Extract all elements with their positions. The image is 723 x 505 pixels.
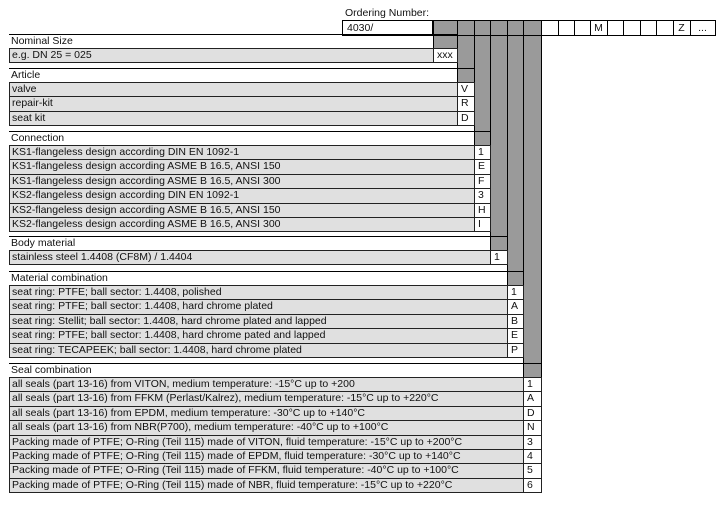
section-title: Material combination [11,272,108,284]
option-code: 3 [523,434,542,450]
code-column-header [690,20,716,36]
code-column-header [607,20,624,36]
option-row: repair-kit [9,96,458,112]
option-row: KS1-flangeless design according ASME B 1… [9,173,475,190]
code-column-header [457,20,475,36]
option-code: R [457,96,475,112]
code-column-header [541,20,559,36]
option-code: N [523,420,542,436]
option-row: seat ring: PTFE; ball sector: 1.4408, po… [9,285,508,301]
section-title: Body material [11,237,76,249]
code-column-header [474,20,491,36]
option-row: KS2-flangeless design according ASME B 1… [9,217,475,233]
option-code: 5 [523,463,542,479]
option-row: all seals (part 13-16) from EPDM, medium… [9,405,524,422]
option-row: seat kit [9,110,458,127]
option-row: KS1-flangeless design according ASME B 1… [9,159,475,175]
option-row: Packing made of PTFE; O-Ring (Teil 115) … [9,449,524,465]
section-divider [9,131,490,132]
code-column-header [490,20,508,36]
section-divider [9,271,523,272]
option-row: Packing made of PTFE; O-Ring (Teil 115) … [9,434,524,450]
section-divider [9,363,541,364]
option-code: 1 [490,250,508,266]
option-code: A [507,299,524,315]
option-row: Packing made of PTFE; O-Ring (Teil 115) … [9,463,524,479]
option-code: 1 [474,145,491,161]
code-column-bar [523,36,542,489]
option-row: seat ring: PTFE; ball sector: 1.4408, ha… [9,328,508,344]
option-row: Packing made of PTFE; O-Ring (Teil 115) … [9,477,524,494]
ordering-ellipsis: ... [698,22,707,34]
option-code: A [523,391,542,407]
code-column-header [574,20,591,36]
code-column-header [507,20,524,36]
option-row: all seals (part 13-16) from NBR(P700), m… [9,420,524,436]
ordering-letter-z: Z [678,22,685,34]
ordering-letter-m: M [594,22,603,34]
option-code: xxx [433,48,458,64]
code-column-header [656,20,674,36]
option-code: V [457,82,475,98]
ordering-number-label: Ordering Number: [345,7,430,19]
option-code: H [474,202,491,218]
option-row: e.g. DN 25 = 025 [9,48,434,64]
section-title: Article [11,69,41,81]
option-code: 1 [523,377,542,393]
option-code: P [507,342,524,358]
code-column-bar [490,36,508,265]
ordering-number-prefix: 4030/ [342,20,433,36]
option-row: seat ring: TECAPEEK; ball sector: 1.4408… [9,342,508,358]
option-row: stainless steel 1.4408 (CF8M) / 1.4404 [9,250,491,266]
option-row: seat ring: Stellit; ball sector: 1.4408,… [9,313,508,330]
section-title: Seal combination [11,364,92,376]
option-code: I [474,217,491,233]
option-code: 6 [523,477,542,494]
section-divider [9,236,507,237]
option-code: 4 [523,449,542,465]
code-column-header [558,20,575,36]
option-row: KS2-flangeless design according ASME B 1… [9,202,475,218]
option-code: 1 [507,285,524,301]
option-code: E [507,328,524,344]
option-code: 3 [474,188,491,204]
option-code: F [474,173,491,190]
option-code: D [523,405,542,422]
option-row: all seals (part 13-16) from VITON, mediu… [9,377,524,393]
option-row: all seals (part 13-16) from FFKM (Perlas… [9,391,524,407]
code-column-header [640,20,657,36]
section-divider [9,68,474,69]
section-title: Connection [11,132,65,144]
option-code: E [474,159,491,175]
option-row: KS1-flangeless design according DIN EN 1… [9,145,475,161]
code-column-header [623,20,641,36]
option-row: seat ring: PTFE; ball sector: 1.4408, ha… [9,299,508,315]
section-divider [9,34,457,35]
section-title: Nominal Size [11,35,73,47]
option-row: valve [9,82,458,98]
option-code: D [457,110,475,127]
code-column-header [523,20,542,36]
option-code: B [507,313,524,330]
option-row: KS2-flangeless design according DIN EN 1… [9,188,475,204]
